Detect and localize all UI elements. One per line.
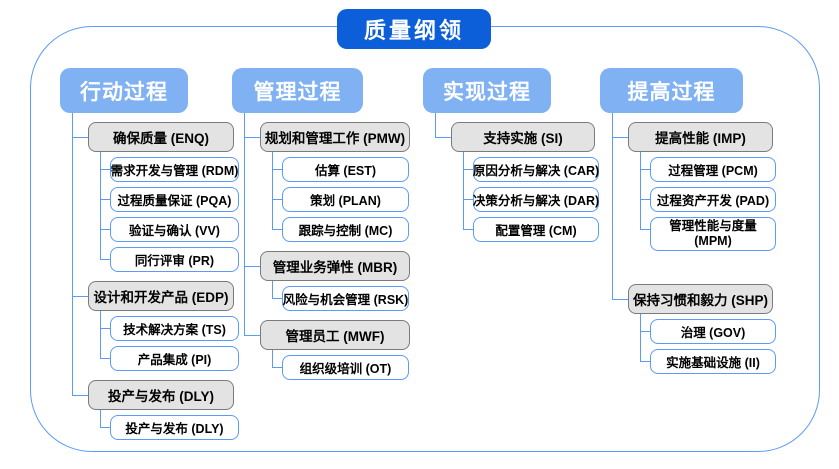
group-node: 管理业务弹性 (MBR) 风险与机会管理 (RSK) [244, 242, 410, 311]
column-header: 行动过程 [60, 68, 188, 113]
column-action-process: 行动过程 确保质量 (ENQ) 需求开发与管理 (RDM) 过程质量保证 (PQ… [60, 68, 239, 440]
group-node: 规划和管理工作 (PMW) 估算 (EST) 策划 (PLAN) 跟踪与控制 (… [244, 113, 410, 242]
leaf-box: 估算 (EST) [282, 157, 409, 182]
group-node: 设计和开发产品 (EDP) 技术解决方案 (TS) 产品集成 (PI) [72, 272, 239, 371]
group-box: 确保质量 (ENQ) [88, 122, 234, 152]
leaf-box: 跟踪与控制 (MC) [282, 217, 409, 242]
leaf-box: 策划 (PLAN) [282, 187, 409, 212]
leaf-list: 治理 (GOV) 实施基础设施 (II) [628, 314, 776, 374]
column-header: 提高过程 [600, 68, 743, 113]
leaf-list: 技术解决方案 (TS) 产品集成 (PI) [88, 311, 239, 371]
group-node: 支持实施 (SI) 原因分析与解决 (CAR) 决策分析与解决 (DAR) 配置… [435, 113, 599, 242]
group-box: 投产与发布 (DLY) [88, 380, 234, 410]
leaf-node: 投产与发布 (DLY) [100, 410, 239, 440]
leaf-box: 同行评审 (PR) [110, 247, 239, 272]
leaf-box: 治理 (GOV) [650, 319, 776, 344]
leaf-box: 过程质量保证 (PQA) [110, 187, 239, 212]
leaf-box: 实施基础设施 (II) [650, 349, 776, 374]
leaf-box: 风险与机会管理 (RSK) [282, 286, 409, 311]
leaf-list: 风险与机会管理 (RSK) [260, 281, 410, 311]
leaf-node: 技术解决方案 (TS) [100, 311, 239, 341]
leaf-node: 估算 (EST) [272, 152, 410, 182]
group-box: 支持实施 (SI) [451, 122, 595, 152]
leaf-box: 技术解决方案 (TS) [110, 316, 239, 341]
column-header: 管理过程 [232, 68, 363, 113]
leaf-node: 跟踪与控制 (MC) [272, 212, 410, 242]
leaf-list: 原因分析与解决 (CAR) 决策分析与解决 (DAR) 配置管理 (CM) [451, 152, 599, 242]
leaf-box: 产品集成 (PI) [110, 346, 239, 371]
group-node: 管理员工 (MWF) 组织级培训 (OT) [244, 311, 410, 380]
group-node: 保持习惯和毅力 (SHP) 治理 (GOV) 实施基础设施 (II) [612, 251, 776, 374]
leaf-box: 原因分析与解决 (CAR) [473, 157, 599, 182]
leaf-node: 过程资产开发 (PAD) [640, 182, 776, 212]
group-list: 支持实施 (SI) 原因分析与解决 (CAR) 决策分析与解决 (DAR) 配置… [423, 113, 599, 242]
leaf-node: 过程管理 (PCM) [640, 152, 776, 182]
leaf-list: 组织级培训 (OT) [260, 350, 410, 380]
leaf-list: 需求开发与管理 (RDM) 过程质量保证 (PQA) 验证与确认 (VV) 同行… [88, 152, 239, 272]
leaf-node: 需求开发与管理 (RDM) [100, 152, 239, 182]
leaf-box: 过程管理 (PCM) [650, 157, 776, 182]
group-box: 管理业务弹性 (MBR) [260, 251, 410, 281]
group-list: 确保质量 (ENQ) 需求开发与管理 (RDM) 过程质量保证 (PQA) 验证… [60, 113, 239, 440]
leaf-box: 配置管理 (CM) [473, 217, 599, 242]
group-box: 保持习惯和毅力 (SHP) [628, 284, 773, 314]
leaf-node: 配置管理 (CM) [463, 212, 599, 242]
leaf-node: 同行评审 (PR) [100, 242, 239, 272]
leaf-box: 过程资产开发 (PAD) [650, 187, 776, 212]
leaf-node: 过程质量保证 (PQA) [100, 182, 239, 212]
leaf-node: 决策分析与解决 (DAR) [463, 182, 599, 212]
group-list: 规划和管理工作 (PMW) 估算 (EST) 策划 (PLAN) 跟踪与控制 (… [232, 113, 410, 380]
group-node: 投产与发布 (DLY) 投产与发布 (DLY) [72, 371, 239, 440]
group-box: 提高性能 (IMP) [628, 122, 773, 152]
leaf-box: 验证与确认 (VV) [110, 217, 239, 242]
leaf-node: 策划 (PLAN) [272, 182, 410, 212]
column-management-process: 管理过程 规划和管理工作 (PMW) 估算 (EST) 策划 (PLAN) 跟踪… [232, 68, 410, 380]
leaf-list: 过程管理 (PCM) 过程资产开发 (PAD) 管理性能与度量 (MPM) [628, 152, 776, 251]
group-box: 规划和管理工作 (PMW) [260, 122, 410, 152]
leaf-node: 原因分析与解决 (CAR) [463, 152, 599, 182]
leaf-node: 验证与确认 (VV) [100, 212, 239, 242]
leaf-box: 组织级培训 (OT) [282, 355, 409, 380]
leaf-box: 决策分析与解决 (DAR) [473, 187, 599, 212]
group-box: 管理员工 (MWF) [260, 320, 410, 350]
column-improvement-process: 提高过程 提高性能 (IMP) 过程管理 (PCM) 过程资产开发 (PAD) … [600, 68, 776, 374]
column-implementation-process: 实现过程 支持实施 (SI) 原因分析与解决 (CAR) 决策分析与解决 (DA… [423, 68, 599, 242]
group-box: 设计和开发产品 (EDP) [88, 281, 234, 311]
leaf-node: 实施基础设施 (II) [640, 344, 776, 374]
leaf-box: 投产与发布 (DLY) [110, 415, 239, 440]
diagram-title: 质量纲领 [337, 9, 491, 49]
column-header: 实现过程 [423, 68, 551, 113]
group-list: 提高性能 (IMP) 过程管理 (PCM) 过程资产开发 (PAD) 管理性能与… [600, 113, 776, 374]
leaf-list: 投产与发布 (DLY) [88, 410, 239, 440]
leaf-node: 风险与机会管理 (RSK) [272, 281, 410, 311]
leaf-box: 需求开发与管理 (RDM) [110, 157, 239, 182]
group-node: 确保质量 (ENQ) 需求开发与管理 (RDM) 过程质量保证 (PQA) 验证… [72, 113, 239, 272]
leaf-node: 产品集成 (PI) [100, 341, 239, 371]
leaf-box: 管理性能与度量 (MPM) [650, 217, 776, 251]
leaf-node: 管理性能与度量 (MPM) [640, 212, 776, 251]
leaf-list: 估算 (EST) 策划 (PLAN) 跟踪与控制 (MC) [260, 152, 410, 242]
leaf-node: 治理 (GOV) [640, 314, 776, 344]
leaf-node: 组织级培训 (OT) [272, 350, 410, 380]
group-node: 提高性能 (IMP) 过程管理 (PCM) 过程资产开发 (PAD) 管理性能与… [612, 113, 776, 251]
